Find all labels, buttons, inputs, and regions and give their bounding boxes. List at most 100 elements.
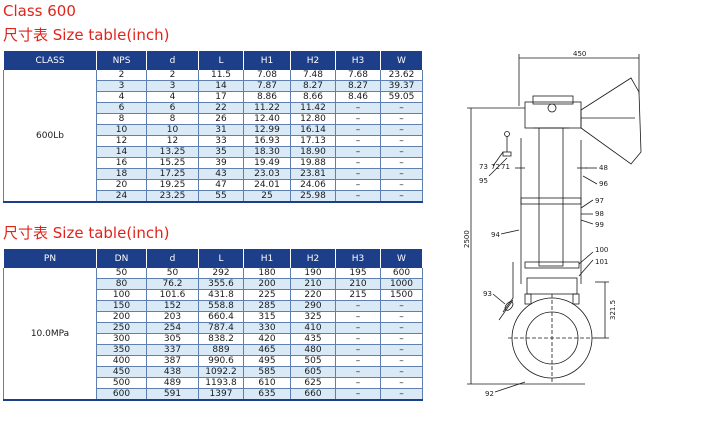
column-header: d xyxy=(146,51,199,70)
table-cell: 59.05 xyxy=(380,91,423,103)
table-cell: 431.8 xyxy=(198,289,244,301)
column-header: d xyxy=(146,249,199,268)
table-cell: 203 xyxy=(146,311,199,323)
table-cell: 190 xyxy=(290,268,336,279)
table-cell: – xyxy=(380,355,423,367)
table-cell: – xyxy=(380,344,423,356)
table-cell: 337 xyxy=(146,344,199,356)
table-cell: – xyxy=(335,146,381,158)
table-cell: – xyxy=(380,113,423,125)
callout-71: 71 xyxy=(501,163,510,171)
table-cell: – xyxy=(335,124,381,136)
table-cell: 7.87 xyxy=(243,80,291,92)
table-cell: 23.62 xyxy=(380,70,423,81)
table-cell: 25.98 xyxy=(290,190,336,203)
dim-lower-label: 321.5 xyxy=(609,300,617,320)
table-cell: 24 xyxy=(96,190,147,203)
table-cell: 889 xyxy=(198,344,244,356)
column-header: CLASS xyxy=(3,51,97,70)
table-cell: 20 xyxy=(96,179,147,191)
table-cell: 23.81 xyxy=(290,168,336,180)
table-cell: 635 xyxy=(243,388,291,401)
table-cell: – xyxy=(335,344,381,356)
table-cell: 1193.8 xyxy=(198,377,244,389)
table-cell: 17.13 xyxy=(290,135,336,147)
table-cell: 500 xyxy=(96,377,147,389)
table-cell: 200 xyxy=(243,278,291,290)
callout-73: 73 xyxy=(479,163,488,171)
table-cell: 420 xyxy=(243,333,291,345)
table-cell: 215 xyxy=(335,289,381,301)
table-cell: 660.4 xyxy=(198,311,244,323)
table-cell: 14 xyxy=(198,80,244,92)
table-cell: 16.93 xyxy=(243,135,291,147)
table-cell: 8 xyxy=(96,113,147,125)
table-cell: 3 xyxy=(96,80,147,92)
table-cell: 250 xyxy=(96,322,147,334)
table-cell: 4 xyxy=(146,91,199,103)
table-cell: 254 xyxy=(146,322,199,334)
table-cell: 23.03 xyxy=(243,168,291,180)
table-cell: 315 xyxy=(243,311,291,323)
table-cell: 101.6 xyxy=(146,289,199,301)
column-header: PN xyxy=(3,249,97,268)
table-cell: 12.40 xyxy=(243,113,291,125)
column-header: H3 xyxy=(335,249,381,268)
table-cell: – xyxy=(380,135,423,147)
table-cell: – xyxy=(380,322,423,334)
table-cell: 7.08 xyxy=(243,70,291,81)
table-cell: 18.30 xyxy=(243,146,291,158)
table-cell: 8 xyxy=(146,113,199,125)
column-header: L xyxy=(198,249,244,268)
column-header: H1 xyxy=(243,249,291,268)
table-cell: – xyxy=(335,179,381,191)
table-cell: 12 xyxy=(96,135,147,147)
group-label: 10.0MPa xyxy=(3,268,97,401)
table-cell: 2 xyxy=(146,70,199,81)
size-table-heading-2: 尺寸表 Size table(inch) xyxy=(3,224,170,242)
table-cell: 8.66 xyxy=(290,91,336,103)
table-cell: 600 xyxy=(96,388,147,401)
table-cell: 8.27 xyxy=(335,80,381,92)
table-cell: 7.48 xyxy=(290,70,336,81)
table-cell: – xyxy=(335,366,381,378)
column-header: W xyxy=(380,51,423,70)
gearbox xyxy=(524,101,582,129)
table-cell: 6 xyxy=(146,102,199,114)
class-heading: Class 600 xyxy=(3,2,76,20)
table-cell: 16.14 xyxy=(290,124,336,136)
group-label: 600Lb xyxy=(3,70,97,203)
table-cell: 25 xyxy=(243,190,291,203)
table-cell: 3 xyxy=(146,80,199,92)
column-header: DN xyxy=(96,249,147,268)
table-cell: 39 xyxy=(198,157,244,169)
table-cell: 489 xyxy=(146,377,199,389)
callout-93: 93 xyxy=(483,290,492,298)
table-cell: 2 xyxy=(96,70,147,81)
callout-92: 92 xyxy=(485,390,494,398)
table-cell: 990.6 xyxy=(198,355,244,367)
callout-97: 97 xyxy=(595,197,604,205)
table-cell: 325 xyxy=(290,311,336,323)
table-cell: 210 xyxy=(335,278,381,290)
table-cell: 31 xyxy=(198,124,244,136)
table-cell: 12 xyxy=(146,135,199,147)
table-cell: 11.5 xyxy=(198,70,244,81)
table-cell: 22 xyxy=(198,102,244,114)
table-cell: 55 xyxy=(198,190,244,203)
table-cell: 210 xyxy=(290,278,336,290)
table-cell: 1092.2 xyxy=(198,366,244,378)
table-cell: – xyxy=(335,377,381,389)
table-cell: 387 xyxy=(146,355,199,367)
table-cell: 33 xyxy=(198,135,244,147)
table-cell: – xyxy=(380,179,423,191)
